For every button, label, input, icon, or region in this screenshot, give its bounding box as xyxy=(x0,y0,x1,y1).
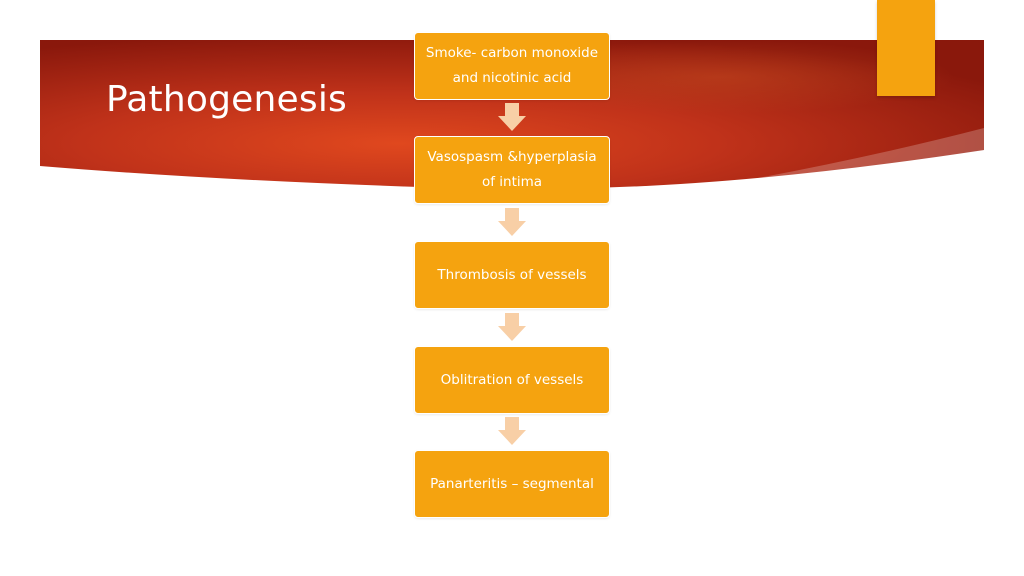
flow-step-oblitration: Oblitration of vessels xyxy=(414,346,610,414)
slide-title: Pathogenesis xyxy=(106,79,347,120)
banner-sheen xyxy=(720,128,984,186)
down-arrow-icon xyxy=(498,313,526,341)
flow-step-label: Smoke- carbon monoxide and nicotinic aci… xyxy=(425,45,599,86)
flow-step-thrombosis: Thrombosis of vessels xyxy=(414,241,610,309)
flow-step-smoke: Smoke- carbon monoxide and nicotinic aci… xyxy=(414,32,610,100)
down-arrow-icon xyxy=(498,417,526,445)
flow-step-vasospasm: Vasospasm &hyperplasia of intima xyxy=(414,136,610,204)
accent-tab xyxy=(877,0,935,96)
flow-step-label: Panarteritis – segmental xyxy=(430,475,594,492)
flow-step-label: Vasospasm &hyperplasia of intima xyxy=(427,149,597,190)
flow-step-label: Thrombosis of vessels xyxy=(437,266,587,283)
down-arrow-icon xyxy=(498,103,526,131)
flow-step-panarteritis: Panarteritis – segmental xyxy=(414,450,610,518)
flow-step-label: Oblitration of vessels xyxy=(440,371,584,388)
down-arrow-icon xyxy=(498,208,526,236)
